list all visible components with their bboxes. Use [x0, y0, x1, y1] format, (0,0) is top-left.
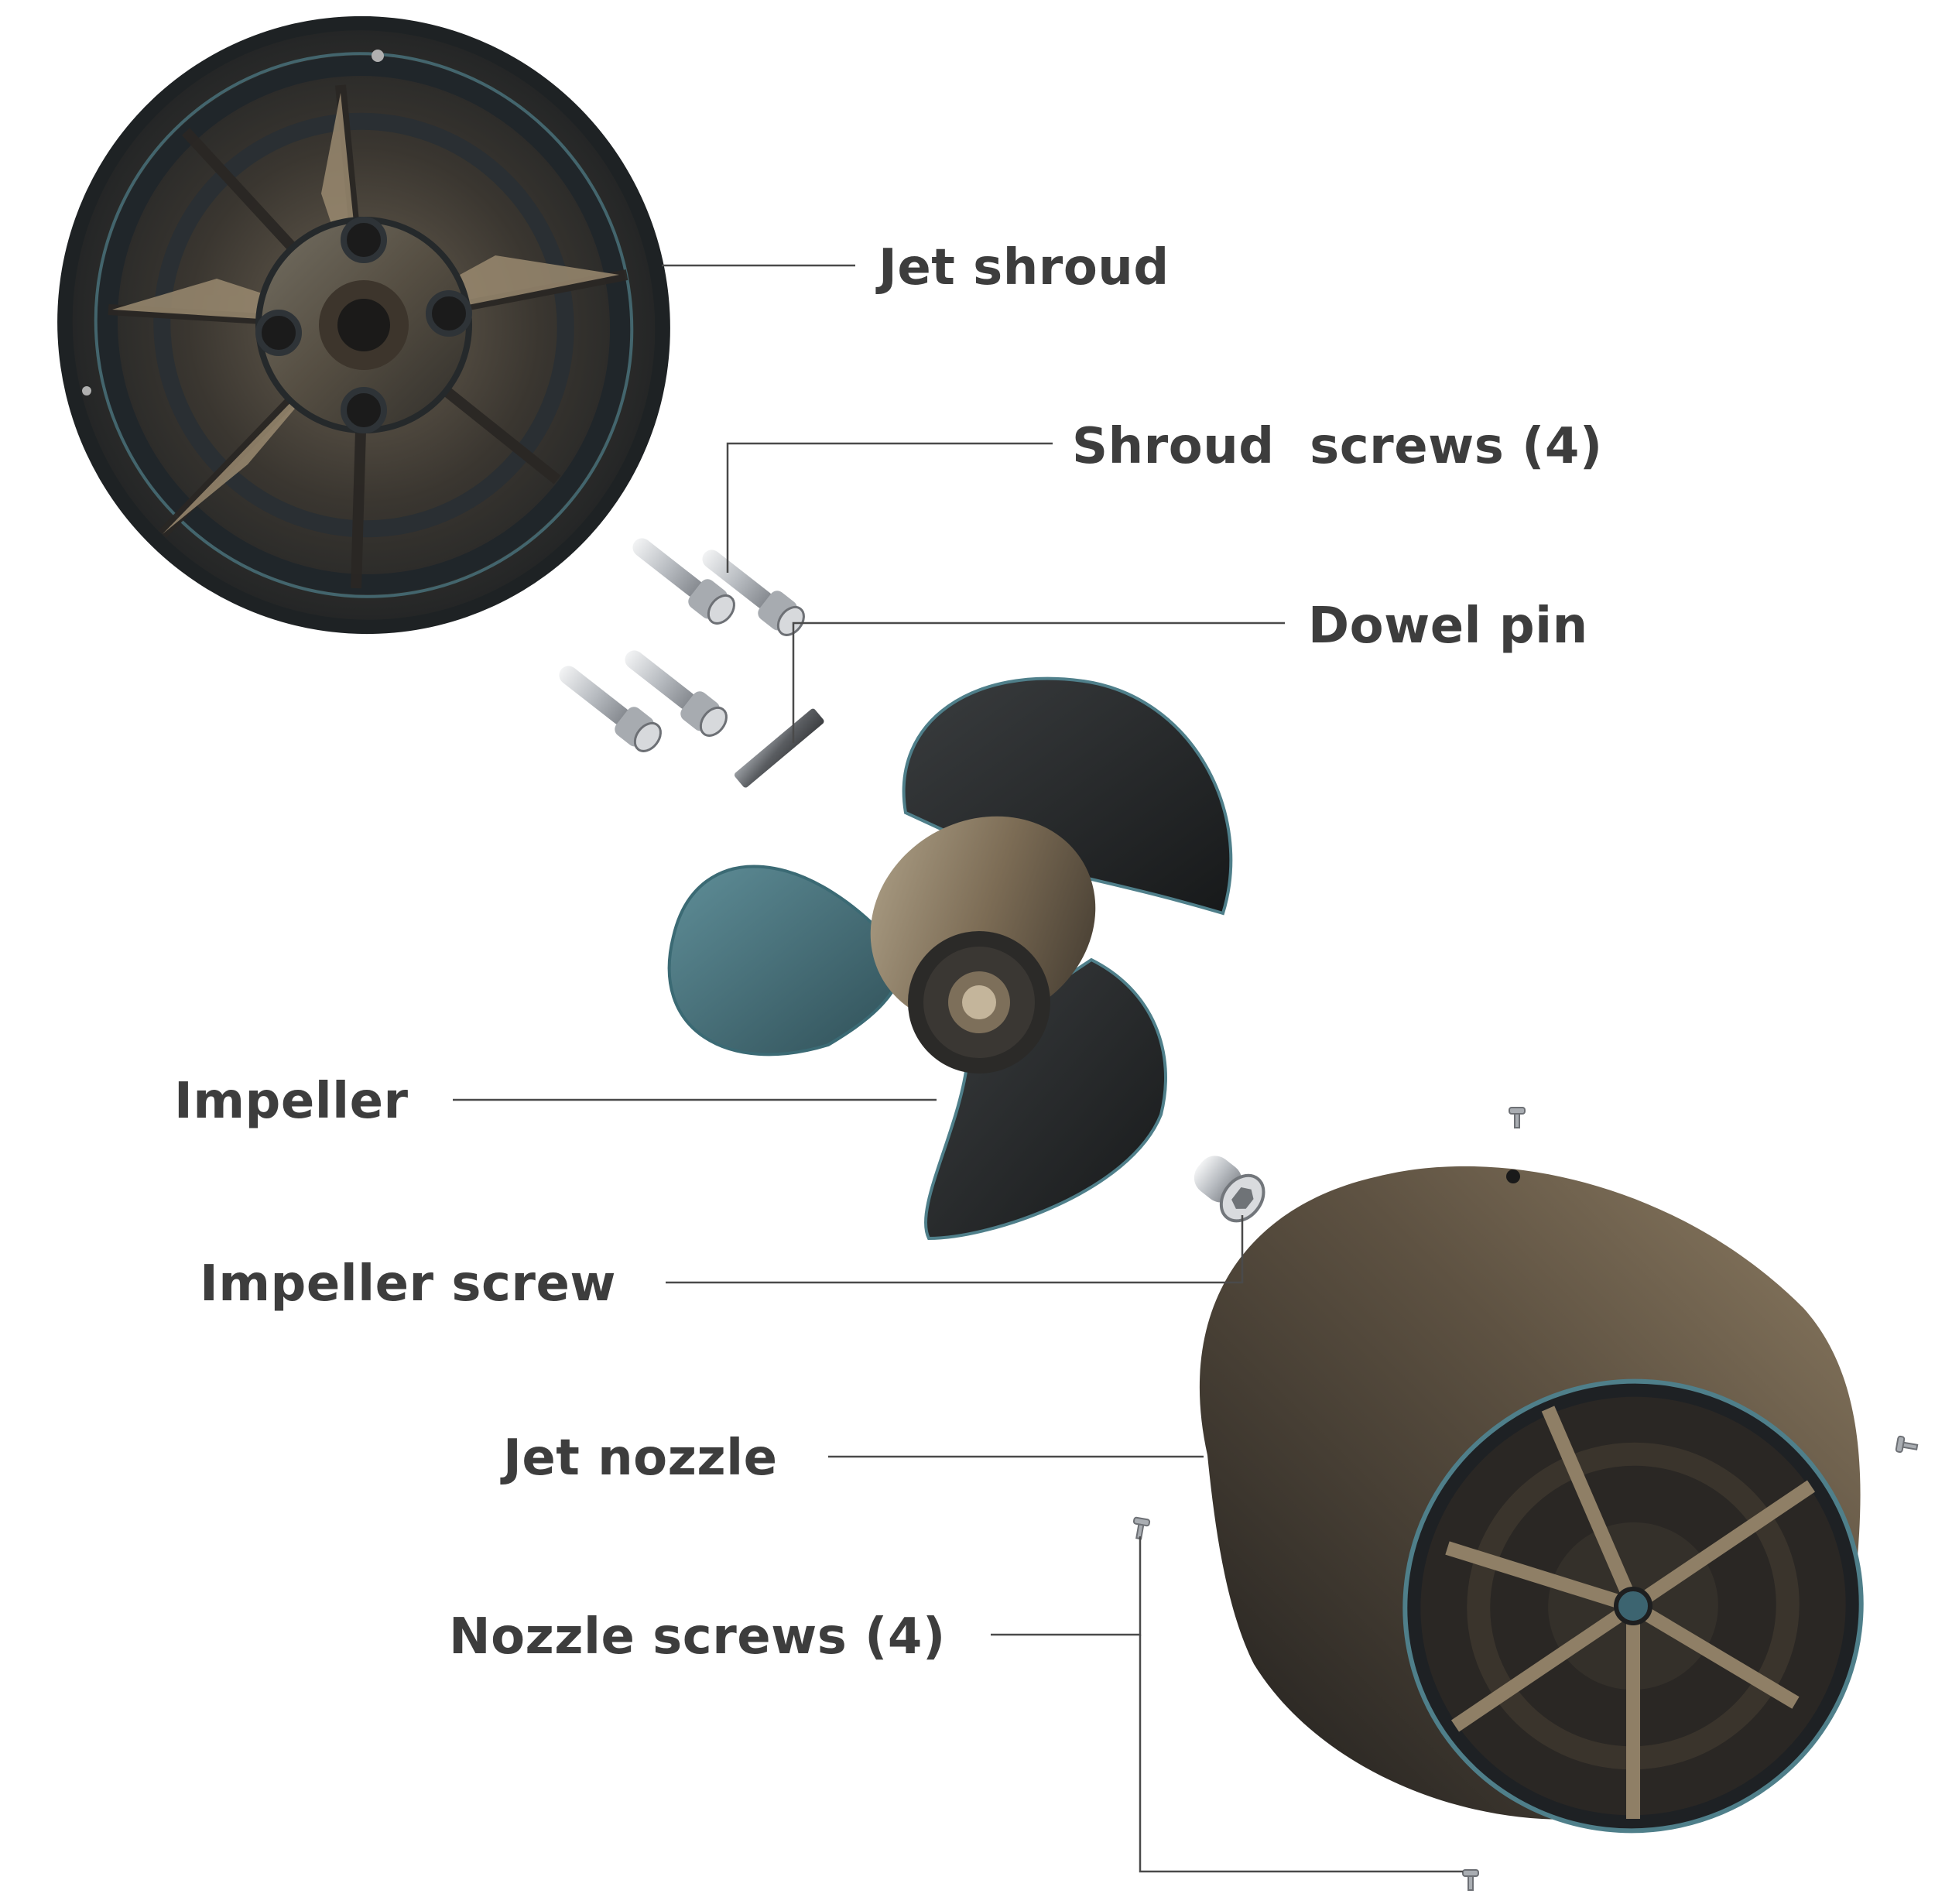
label-nozzle-screws: Nozzle screws (4) [449, 1608, 946, 1666]
impeller-part [667, 676, 1233, 1241]
label-shroud-screws: Shroud screws (4) [1072, 418, 1603, 475]
impeller-screw-part [1194, 1156, 1265, 1223]
leader-dowel-pin [792, 622, 1285, 743]
leader-impeller-screw [666, 1215, 1244, 1284]
label-impeller: Impeller [174, 1073, 409, 1130]
leader-shroud-screws [726, 442, 1053, 573]
label-jet-shroud: Jet shroud [875, 239, 1170, 296]
leader-lines [453, 264, 1463, 1873]
nozzle-screws-part [1132, 1107, 1919, 1891]
label-jet-nozzle: Jet nozzle [500, 1430, 777, 1487]
jet-shroud-part [57, 15, 670, 635]
dowel-pin-part [734, 708, 824, 788]
shroud-screws-part [559, 538, 805, 752]
leader-nozzle-screws [991, 1536, 1142, 1636]
leader-nozzle-screws-bottom [1139, 1635, 1463, 1873]
label-dowel-pin: Dowel pin [1308, 598, 1588, 655]
label-impeller-screw: Impeller screw [200, 1255, 616, 1313]
jet-nozzle-part [1199, 1166, 1864, 1834]
